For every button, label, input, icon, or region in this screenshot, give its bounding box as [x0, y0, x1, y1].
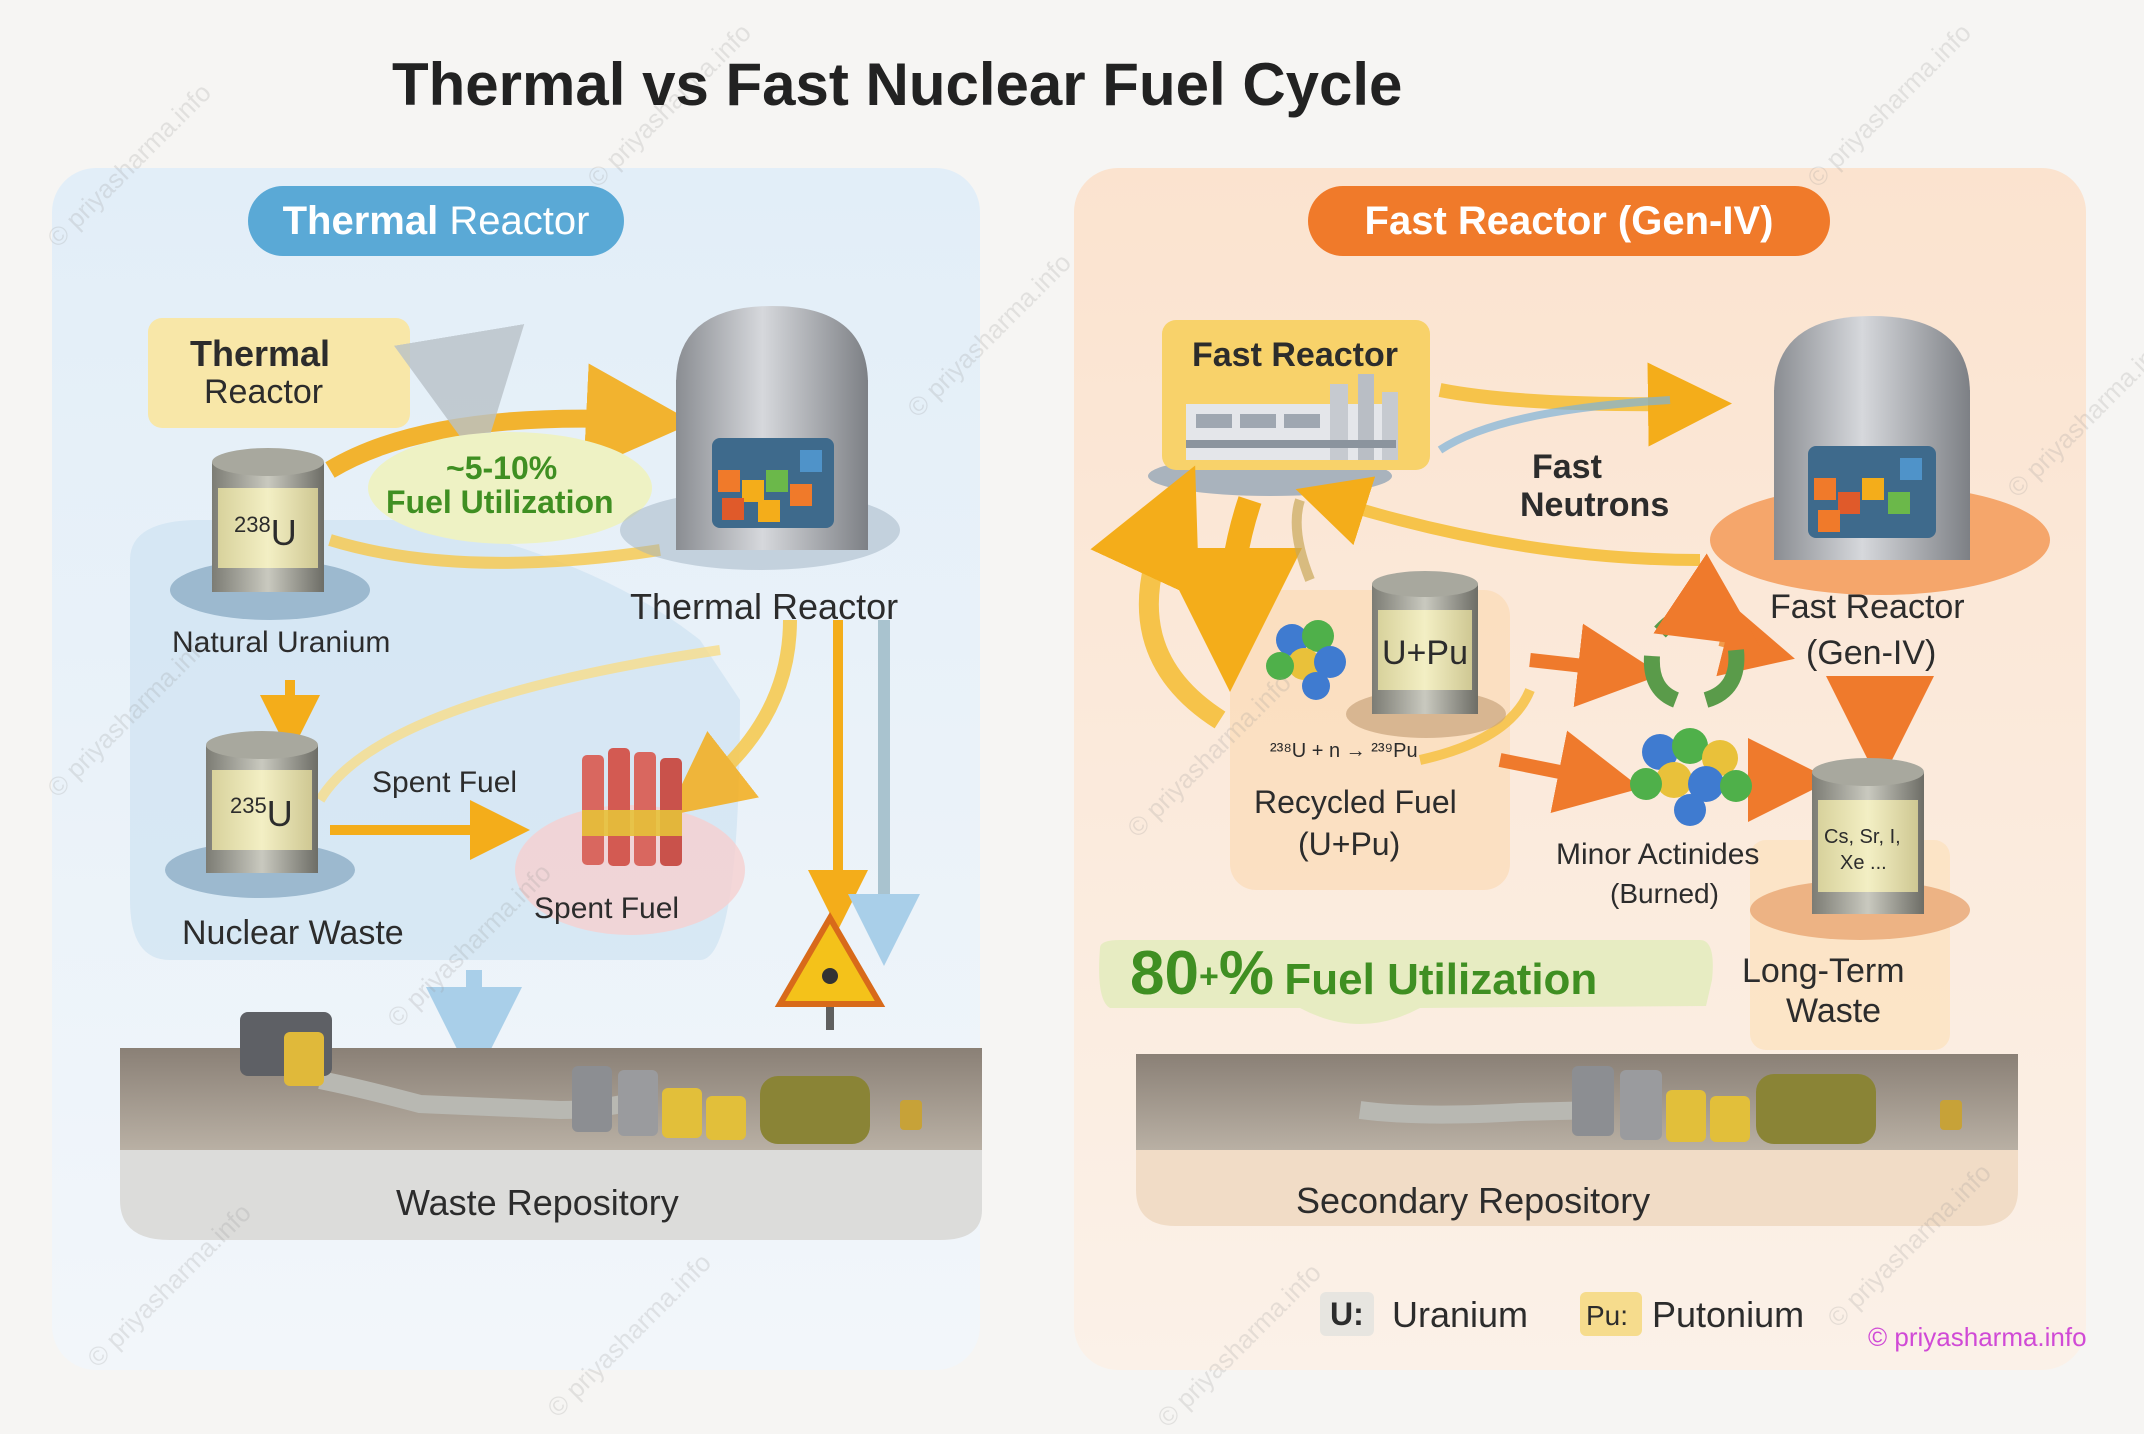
thermal-core-blocks: [718, 450, 822, 522]
thermal-repo-casks: [240, 1012, 922, 1144]
utilization-line2: Fuel Utilization: [386, 484, 614, 520]
fast-neutrons-line2: Neutrons: [1520, 486, 1670, 524]
fast-utilization-text: Fuel Utilization: [1284, 955, 1598, 1004]
legend-pu-key: Pu:: [1586, 1300, 1629, 1331]
thermal-tunnel: [318, 1071, 643, 1120]
arrow-callout-to-reactor: [394, 324, 525, 466]
u235-sup: 235: [230, 793, 267, 818]
fast-neutrons-line1: Fast: [1532, 448, 1602, 486]
nuclear-waste-label: Nuclear Waste: [182, 914, 404, 952]
arrow-reactor-to-spent: [666, 619, 797, 816]
radiation-hazard-sign: [774, 912, 886, 1030]
thermal-callout-line2: Reactor: [204, 373, 324, 411]
legend-u-key: U:: [1330, 1296, 1364, 1332]
fast-core-blocks: [1814, 458, 1922, 532]
u238-label: 238U: [234, 512, 297, 554]
arrow-reactor-return: [1295, 476, 1701, 566]
longterm-drum-line1: Cs, Sr, I,: [1824, 826, 1901, 848]
thermal-header-pill: Thermal Reactor: [248, 186, 624, 256]
arrow-recycled-up: [1291, 498, 1315, 582]
longterm-waste-line1: Long-Term: [1742, 952, 1905, 990]
longterm-drum-label-band: [1818, 800, 1918, 892]
minor-actinides-line1: Minor Actinides: [1556, 838, 1760, 871]
thermal-reactor-dome: [676, 306, 868, 384]
thermal-header-bold: Thermal: [282, 198, 439, 243]
fast-utilization-label: 80+% Fuel Utilization: [1130, 938, 1597, 1009]
arrow-plant-to-recycled: [1158, 496, 1303, 692]
recycle-icon: [1643, 553, 1760, 708]
atom-cluster-minor-actinides: [1630, 728, 1752, 826]
fast-utilization-banner: [1099, 940, 1713, 1024]
fast-reactor-line1: Fast Reactor: [1770, 588, 1965, 626]
upu-drum-top: [1372, 571, 1478, 597]
fast-repo-casks: [1572, 1066, 1962, 1144]
minor-actinides-line2: (Burned): [1610, 878, 1719, 909]
u238-sup: 238: [234, 512, 271, 537]
legend-u-chip: [1320, 1292, 1374, 1336]
u238-symbol: U: [270, 512, 297, 553]
atom-cluster-upu: [1266, 620, 1346, 700]
legend-pu-value: Putonium: [1652, 1294, 1805, 1335]
arrow-left-loop: [1090, 465, 1226, 729]
spent-fuel-label: Spent Fuel: [534, 892, 680, 925]
u238-drum-label-band: [218, 488, 318, 568]
legend-pu-chip: [1580, 1292, 1642, 1336]
legend-u-value: Uranium: [1392, 1294, 1529, 1335]
arrow-235-to-reactor: [315, 645, 721, 803]
recycled-fuel-line1: Recycled Fuel: [1254, 784, 1457, 820]
fast-reactor-dome: [1774, 316, 1970, 394]
arrow-plant-to-reactor-blue: [1437, 396, 1671, 454]
waste-repository-label: Waste Repository: [396, 1182, 679, 1223]
spent-fuel-glow: [515, 805, 745, 935]
u235-drum-label-band: [212, 770, 312, 850]
fast-callout-label: Fast Reactor: [1192, 336, 1398, 374]
thermal-callout-line1: Thermal: [190, 333, 331, 374]
secondary-repository-label: Secondary Repository: [1296, 1180, 1651, 1221]
fast-utilization-number: 80: [1130, 939, 1199, 1008]
fast-reactor-line2: (Gen-IV): [1806, 634, 1937, 672]
u235-label: 235U: [230, 793, 293, 835]
thermal-header-rest: Reactor: [449, 198, 590, 243]
u238-drum-top: [212, 448, 324, 476]
fast-tunnel: [1358, 1101, 1601, 1124]
longterm-drum-top: [1812, 758, 1924, 786]
fast-header-pill: Fast Reactor (Gen-IV): [1308, 186, 1830, 256]
arrow-recycle-to-minor: [1498, 730, 1642, 813]
utilization-badge: [368, 432, 652, 544]
site-credit: © priyasharma.info: [1868, 1322, 2087, 1352]
reaction-equation: ²³⁸U + n → ²³⁹Pu: [1270, 740, 1418, 762]
fast-repo-base: [1136, 1150, 2018, 1226]
thermal-reactor-label: Thermal Reactor: [630, 586, 899, 627]
upu-drum-label: U+Pu: [1382, 634, 1468, 672]
arrow-upu-to-reaction: [1418, 687, 1535, 765]
arrow-utilization-loop: [328, 534, 661, 569]
arrow-upu-to-recycle: [1529, 623, 1662, 708]
utilization-line1: ~5-10%: [446, 450, 558, 486]
spent-fuel-arrow-label: Spent Fuel: [372, 766, 518, 799]
fast-plant-icon: [1186, 374, 1398, 460]
u235-symbol: U: [266, 793, 293, 834]
thermal-repo-base: [120, 1150, 982, 1240]
longterm-waste-line2: Waste: [1786, 992, 1882, 1030]
natural-uranium-label: Natural Uranium: [172, 626, 391, 659]
recycled-fuel-line2: (U+Pu): [1298, 826, 1401, 862]
longterm-drum-line2: Xe ...: [1840, 852, 1887, 874]
page-title: Thermal vs Fast Nuclear Fuel Cycle: [392, 51, 1403, 118]
fast-utilization-plus: +: [1198, 957, 1219, 996]
upu-drum-label-band: [1378, 610, 1472, 690]
fast-utilization-percent: %: [1218, 939, 1274, 1008]
spent-fuel-rods: [582, 748, 682, 866]
thermal-callout-box: [148, 318, 410, 428]
u235-drum-top: [206, 731, 318, 759]
